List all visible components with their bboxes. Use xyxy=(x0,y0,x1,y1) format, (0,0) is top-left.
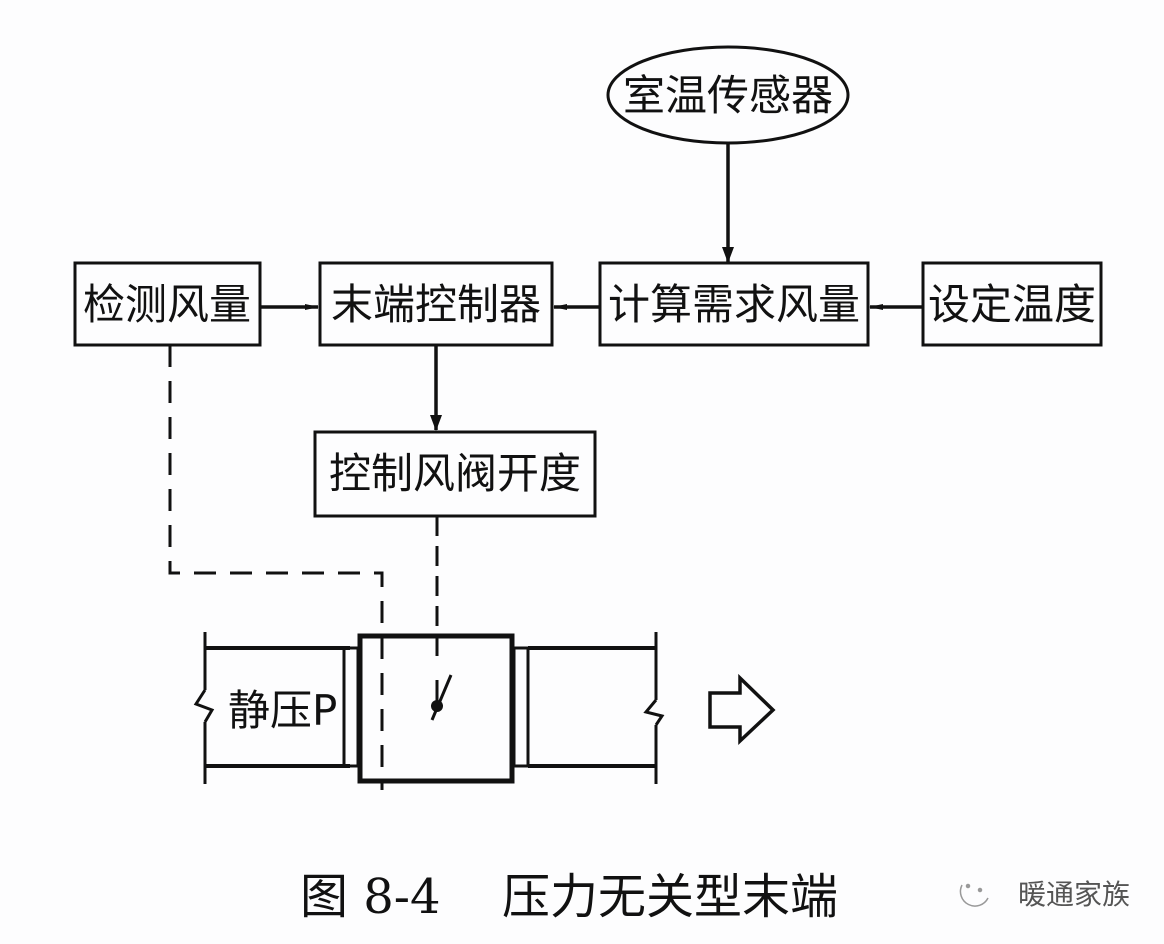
damper-opening-label: 控制风阀开度 xyxy=(329,449,581,498)
calc-demand-node: 计算需求风量 xyxy=(598,261,870,347)
figure-caption-number: 图 8-4 xyxy=(300,869,441,925)
set-temp-label: 设定温度 xyxy=(928,280,1096,329)
flow-direction-arrow-icon xyxy=(708,673,776,746)
room-sensor-label: 室温传感器 xyxy=(623,71,833,120)
break-mark-right-icon xyxy=(643,699,665,726)
room-sensor-node: 室温传感器 xyxy=(606,45,850,145)
terminal-controller-label: 末端控制器 xyxy=(331,280,541,329)
dashed-detect-to-duct xyxy=(168,345,384,790)
detect-airflow-node: 检测风量 xyxy=(73,261,262,347)
break-mark-left-icon xyxy=(193,689,215,723)
static-pressure-label: 静压P xyxy=(228,686,337,735)
duct-assembly: 静压P xyxy=(193,632,665,784)
terminal-controller-node: 末端控制器 xyxy=(318,261,554,347)
calc-demand-label: 计算需求风量 xyxy=(608,280,860,329)
damper-blade-icon xyxy=(430,674,453,721)
detect-airflow-label: 检测风量 xyxy=(83,280,251,329)
damper-body xyxy=(357,633,515,784)
figure-caption-title: 压力无关型末端 xyxy=(502,869,838,925)
set-temp-node: 设定温度 xyxy=(921,261,1103,347)
wechat-icon xyxy=(959,883,989,907)
damper-opening-node: 控制风阀开度 xyxy=(313,430,597,518)
watermark: 暖通家族 xyxy=(959,878,1130,911)
watermark-text: 暖通家族 xyxy=(1018,878,1130,911)
